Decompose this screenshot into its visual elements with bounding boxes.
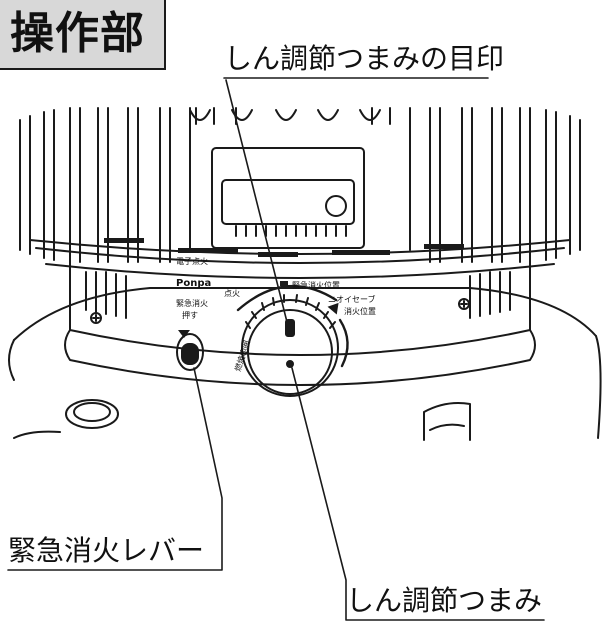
guard-wires-right (409, 107, 581, 263)
label-brand: Ponpa (176, 278, 211, 289)
label-ignite: 点火 (224, 289, 240, 298)
callout-wick-knob-mark: しん調節つまみの目印 (224, 42, 505, 75)
label-lever-bottom: 押す (182, 310, 198, 320)
window-frame (211, 147, 365, 249)
fuel-gauge (423, 402, 471, 441)
section-title-box: 操作部 (0, 0, 166, 70)
burner-body (69, 259, 531, 356)
wick-knob-drawing (241, 294, 339, 397)
heater-base (13, 287, 597, 341)
label-emergency-position: 緊急消火位置 (292, 280, 340, 290)
leader-knob (291, 367, 545, 621)
leader-wick-mark (223, 77, 489, 327)
label-off-position: 消火位置 (344, 306, 376, 316)
label-lever-top: 緊急消火 (176, 298, 208, 308)
label-odor-safe: ニオイセーブ (328, 294, 376, 304)
label-brand-top: 電子点火 (176, 257, 208, 266)
emergency-lever (176, 333, 204, 371)
indicator-lamp (325, 195, 347, 217)
section-title: 操作部 (10, 8, 145, 59)
fuel-cap-left (65, 399, 119, 429)
callout-wick-knob: しん調節つまみ (346, 584, 543, 617)
callout-emergency-lever: 緊急消火レバー (8, 534, 205, 567)
leader-lever (7, 367, 223, 571)
guard-wires-left (19, 107, 191, 263)
